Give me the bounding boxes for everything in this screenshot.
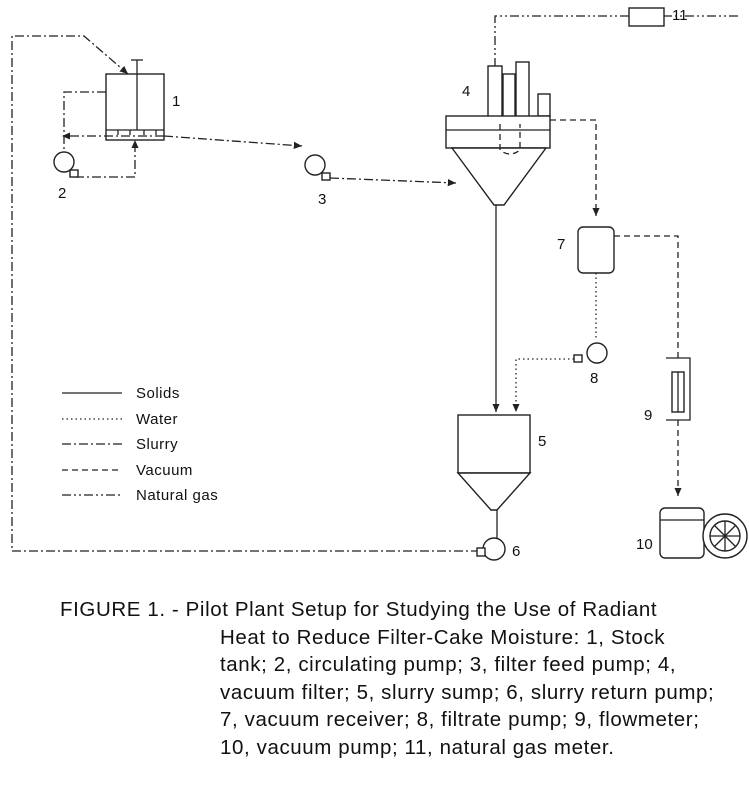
legend-label-natural-gas: Natural gas xyxy=(136,487,218,504)
slurry-return-pump xyxy=(476,537,506,561)
label-flowmeter-number: 9 xyxy=(644,407,652,424)
slurry-return-line xyxy=(11,35,480,552)
caption-line-2: Heat to Reduce Filter-Cake Moisture: 1, … xyxy=(220,625,666,649)
feed-pump-to-filter-line xyxy=(329,177,457,187)
label-filter-feed-pump-number: 3 xyxy=(318,191,326,208)
legend-label-slurry: Slurry xyxy=(136,436,178,453)
label-vacuum-pump-number: 10 xyxy=(636,536,653,553)
filtrate-pump xyxy=(573,342,608,364)
legend-label-water: Water xyxy=(136,411,178,428)
stock-tank xyxy=(105,59,165,141)
vacuum-line-receiver-to-flowmeter xyxy=(614,235,679,358)
label-stock-tank-number: 1 xyxy=(172,93,180,110)
natural-gas-meter xyxy=(628,7,665,27)
tank-outflow-line xyxy=(163,135,303,150)
vacuum-pump xyxy=(659,507,748,559)
label-slurry-sump-number: 5 xyxy=(538,433,546,450)
label-slurry-return-pump-number: 6 xyxy=(512,543,520,560)
circulation-line-return xyxy=(75,140,139,178)
legend-label-vacuum: Vacuum xyxy=(136,462,193,479)
flowmeter xyxy=(666,357,691,421)
filtrate-line-pump-to-sump xyxy=(512,358,574,412)
vacuum-receiver xyxy=(577,226,615,274)
natural-gas-line-to-filter xyxy=(494,15,629,66)
slurry-sump xyxy=(456,414,532,538)
filter-feed-pump xyxy=(304,154,331,181)
label-vacuum-receiver-number: 7 xyxy=(557,236,565,253)
caption-line-5: 7, vacuum receiver; 8, filtrate pump; 9,… xyxy=(220,708,700,731)
figure-caption: FIGURE 1. - Pilot Plant Setup for Studyi… xyxy=(60,596,740,761)
legend: Solids Water Slurry Vacuum Natural gas xyxy=(62,385,218,504)
caption-line-1: FIGURE 1. - Pilot Plant Setup for Studyi… xyxy=(60,598,658,621)
caption-line-4: vacuum filter; 5, slurry sump; 6, slurry… xyxy=(220,680,715,704)
label-gas-meter-number: 11 xyxy=(672,7,688,24)
label-circulating-pump-number: 2 xyxy=(58,185,66,202)
label-filtrate-pump-number: 8 xyxy=(590,370,598,387)
label-vacuum-filter-number: 4 xyxy=(462,83,470,100)
legend-label-solids: Solids xyxy=(136,385,180,402)
circulation-line-top xyxy=(63,91,106,152)
caption-line-6: 10, vacuum pump; 11, natural gas meter. xyxy=(220,735,615,759)
caption-line-3: tank; 2, circulating pump; 3, filter fee… xyxy=(220,653,677,676)
vacuum-filter xyxy=(445,61,551,206)
circulating-pump xyxy=(53,151,79,178)
process-flow-diagram: 1 2 3 4 11 7 9 xyxy=(11,7,748,561)
vacuum-line-filter-to-receiver xyxy=(550,119,600,216)
